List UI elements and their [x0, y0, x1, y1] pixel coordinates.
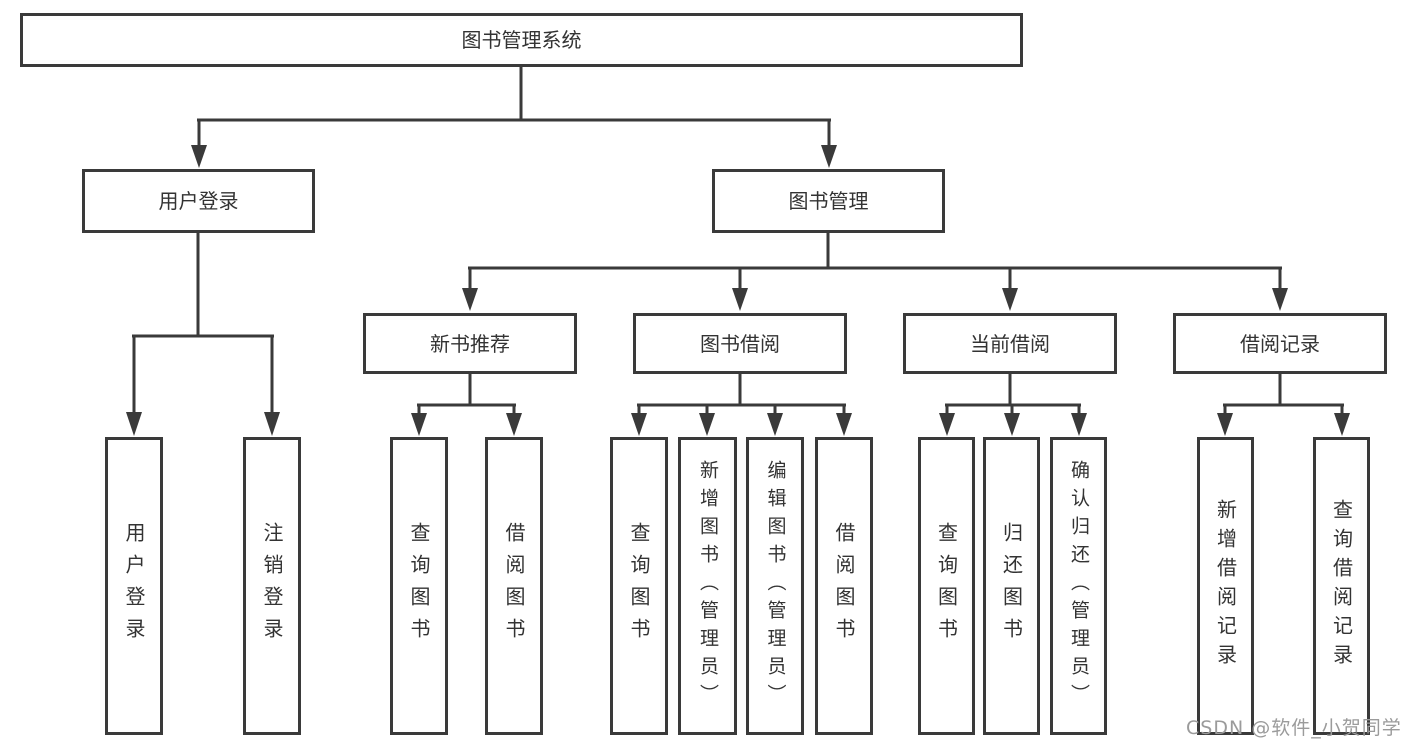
leaf-query-borrow-record: 查询借阅记录 — [1313, 437, 1370, 735]
leaf-query-borrow-record-label: 查询借阅记录 — [1329, 499, 1354, 673]
node-user-login: 用户登录 — [82, 169, 315, 233]
connector-root-to-level2 — [191, 66, 837, 168]
leaf-edit-books-admin-label: 编辑图书（管理员） — [764, 460, 787, 712]
connector-recommend-to-leaves — [411, 373, 522, 436]
connector-current-to-leaves — [939, 373, 1087, 436]
node-borrow-records: 借阅记录 — [1173, 313, 1387, 374]
leaf-add-books-admin: 新增图书（管理员） — [678, 437, 737, 735]
leaf-add-borrow-record: 新增借阅记录 — [1197, 437, 1254, 735]
node-root-label: 图书管理系统 — [461, 28, 582, 52]
connector-borrow-to-leaves — [631, 373, 852, 436]
leaf-logout: 注销登录 — [243, 437, 301, 735]
leaf-user-login: 用户登录 — [105, 437, 163, 735]
connector-records-to-leaves — [1217, 373, 1350, 436]
node-current-borrow: 当前借阅 — [903, 313, 1117, 374]
node-book-borrow-label: 图书借阅 — [700, 331, 780, 356]
node-book-management: 图书管理 — [712, 169, 945, 233]
leaf-edit-books-admin: 编辑图书（管理员） — [746, 437, 804, 735]
node-new-book-recommend-label: 新书推荐 — [430, 331, 510, 356]
leaf-query-books-recommend: 查询图书 — [390, 437, 448, 735]
node-borrow-records-label: 借阅记录 — [1240, 331, 1320, 356]
leaf-query-books-borrow: 查询图书 — [610, 437, 668, 735]
leaf-return-books: 归还图书 — [983, 437, 1040, 735]
connector-bookmgmt-to-level3 — [462, 232, 1288, 311]
leaf-borrow-books-recommend: 借阅图书 — [485, 437, 543, 735]
connector-userlogin-to-leaves — [126, 232, 280, 436]
leaf-add-borrow-record-label: 新增借阅记录 — [1213, 499, 1238, 673]
leaf-logout-label: 注销登录 — [260, 522, 284, 650]
leaf-confirm-return-admin-label: 确认归还（管理员） — [1068, 460, 1090, 712]
leaf-add-books-admin-label: 新增图书（管理员） — [697, 460, 719, 712]
leaf-borrow-books-recommend-label: 借阅图书 — [502, 522, 526, 650]
leaf-borrow-books: 借阅图书 — [815, 437, 873, 735]
node-new-book-recommend: 新书推荐 — [363, 313, 577, 374]
leaf-query-books-borrow-label: 查询图书 — [627, 522, 651, 650]
leaf-borrow-books-label: 借阅图书 — [832, 522, 856, 650]
leaf-confirm-return-admin: 确认归还（管理员） — [1050, 437, 1107, 735]
node-current-borrow-label: 当前借阅 — [970, 331, 1050, 356]
leaf-user-login-label: 用户登录 — [122, 522, 146, 650]
leaf-query-books-current-label: 查询图书 — [934, 522, 959, 650]
leaf-query-books-recommend-label: 查询图书 — [407, 522, 431, 650]
node-user-login-label: 用户登录 — [158, 189, 239, 213]
csdn-watermark: CSDN @软件_小贺同学 — [1186, 717, 1402, 739]
node-book-borrow: 图书借阅 — [633, 313, 847, 374]
node-book-management-label: 图书管理 — [788, 189, 869, 213]
leaf-query-books-current: 查询图书 — [918, 437, 975, 735]
node-root-system: 图书管理系统 — [20, 13, 1023, 67]
leaf-return-books-label: 归还图书 — [999, 522, 1024, 650]
